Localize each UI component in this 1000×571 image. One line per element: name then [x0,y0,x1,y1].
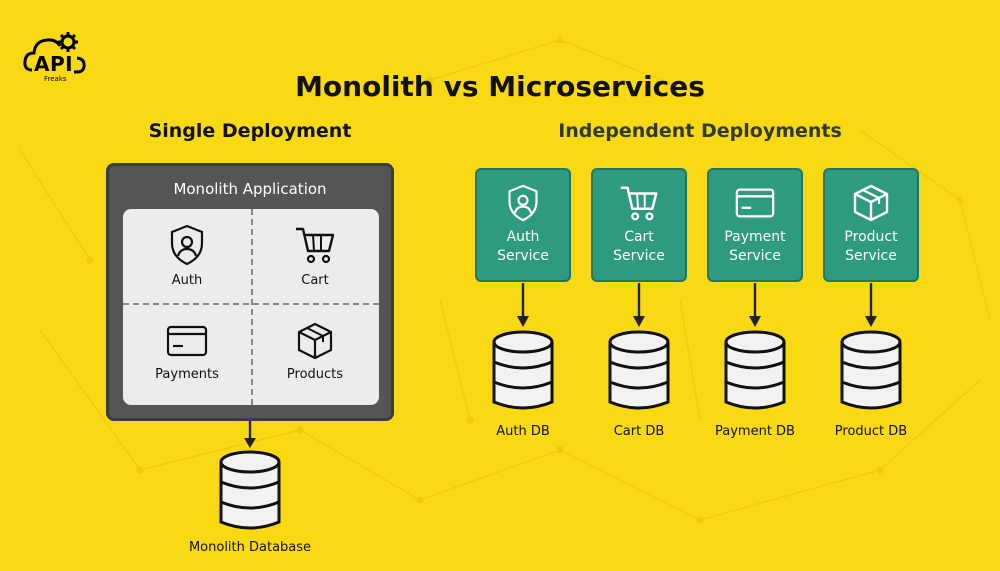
product-arrow [865,283,877,327]
auth-db-icon [492,330,554,410]
shield-user-icon [170,224,204,266]
monolith-arrow [244,421,256,448]
product-db-label: Product DB [834,424,908,439]
horizontal-divider [123,303,379,305]
module-auth: Auth [123,223,251,288]
service-suffix: Service [845,248,897,264]
logo-subtext: Freaks [44,75,67,83]
box-icon [297,322,333,360]
api-freaks-logo: API Freaks [22,28,92,88]
logo-text: API [34,52,74,76]
service-name: Payment [724,229,786,245]
payment-db-label: Payment DB [715,424,795,439]
service-name: Auth [506,229,540,245]
cart-db-icon [608,330,670,410]
module-label: Auth [171,273,203,288]
service-suffix: Service [729,248,781,264]
cloud-gear-icon [23,32,86,74]
independent-deployments-heading: Independent Deployments [558,120,842,142]
auth-db-label: Auth DB [496,424,550,439]
module-payments: Payments [123,321,251,382]
cart-icon [296,227,335,264]
monolith-database-label: Monolith Database [188,540,312,555]
cart-db-label: Cart DB [613,424,665,439]
payment-arrow [749,283,761,327]
monolith-database-icon [219,450,281,530]
module-label: Payments [155,367,219,382]
product-db-icon [840,330,902,410]
module-label: Cart [301,273,329,288]
box-icon [853,184,889,222]
module-label: Products [286,367,344,382]
service-suffix: Service [497,248,549,264]
product-service-box: Product Service [823,168,919,282]
card-icon [735,188,775,218]
monolith-application-title: Monolith Application [173,180,327,198]
cart-arrow [633,283,645,327]
payment-db-icon [724,330,786,410]
monolith-modules-panel: Auth Cart Payments [123,209,379,405]
cart-icon [620,186,658,221]
payment-service-box: Payment Service [707,168,803,282]
auth-service-box: Auth Service [475,168,571,282]
shield-user-icon [508,184,538,222]
service-name: Product [844,229,898,245]
service-suffix: Service [613,248,665,264]
page-title: Monolith vs Microservices [295,70,705,103]
module-cart: Cart [251,223,379,288]
single-deployment-heading: Single Deployment [148,120,352,142]
vertical-divider [251,209,253,405]
card-icon [166,325,208,357]
service-name: Cart [624,229,654,245]
monolith-application-box: Monolith Application Auth Cart [106,163,394,421]
module-products: Products [251,321,379,382]
auth-arrow [517,283,529,327]
cart-service-box: Cart Service [591,168,687,282]
